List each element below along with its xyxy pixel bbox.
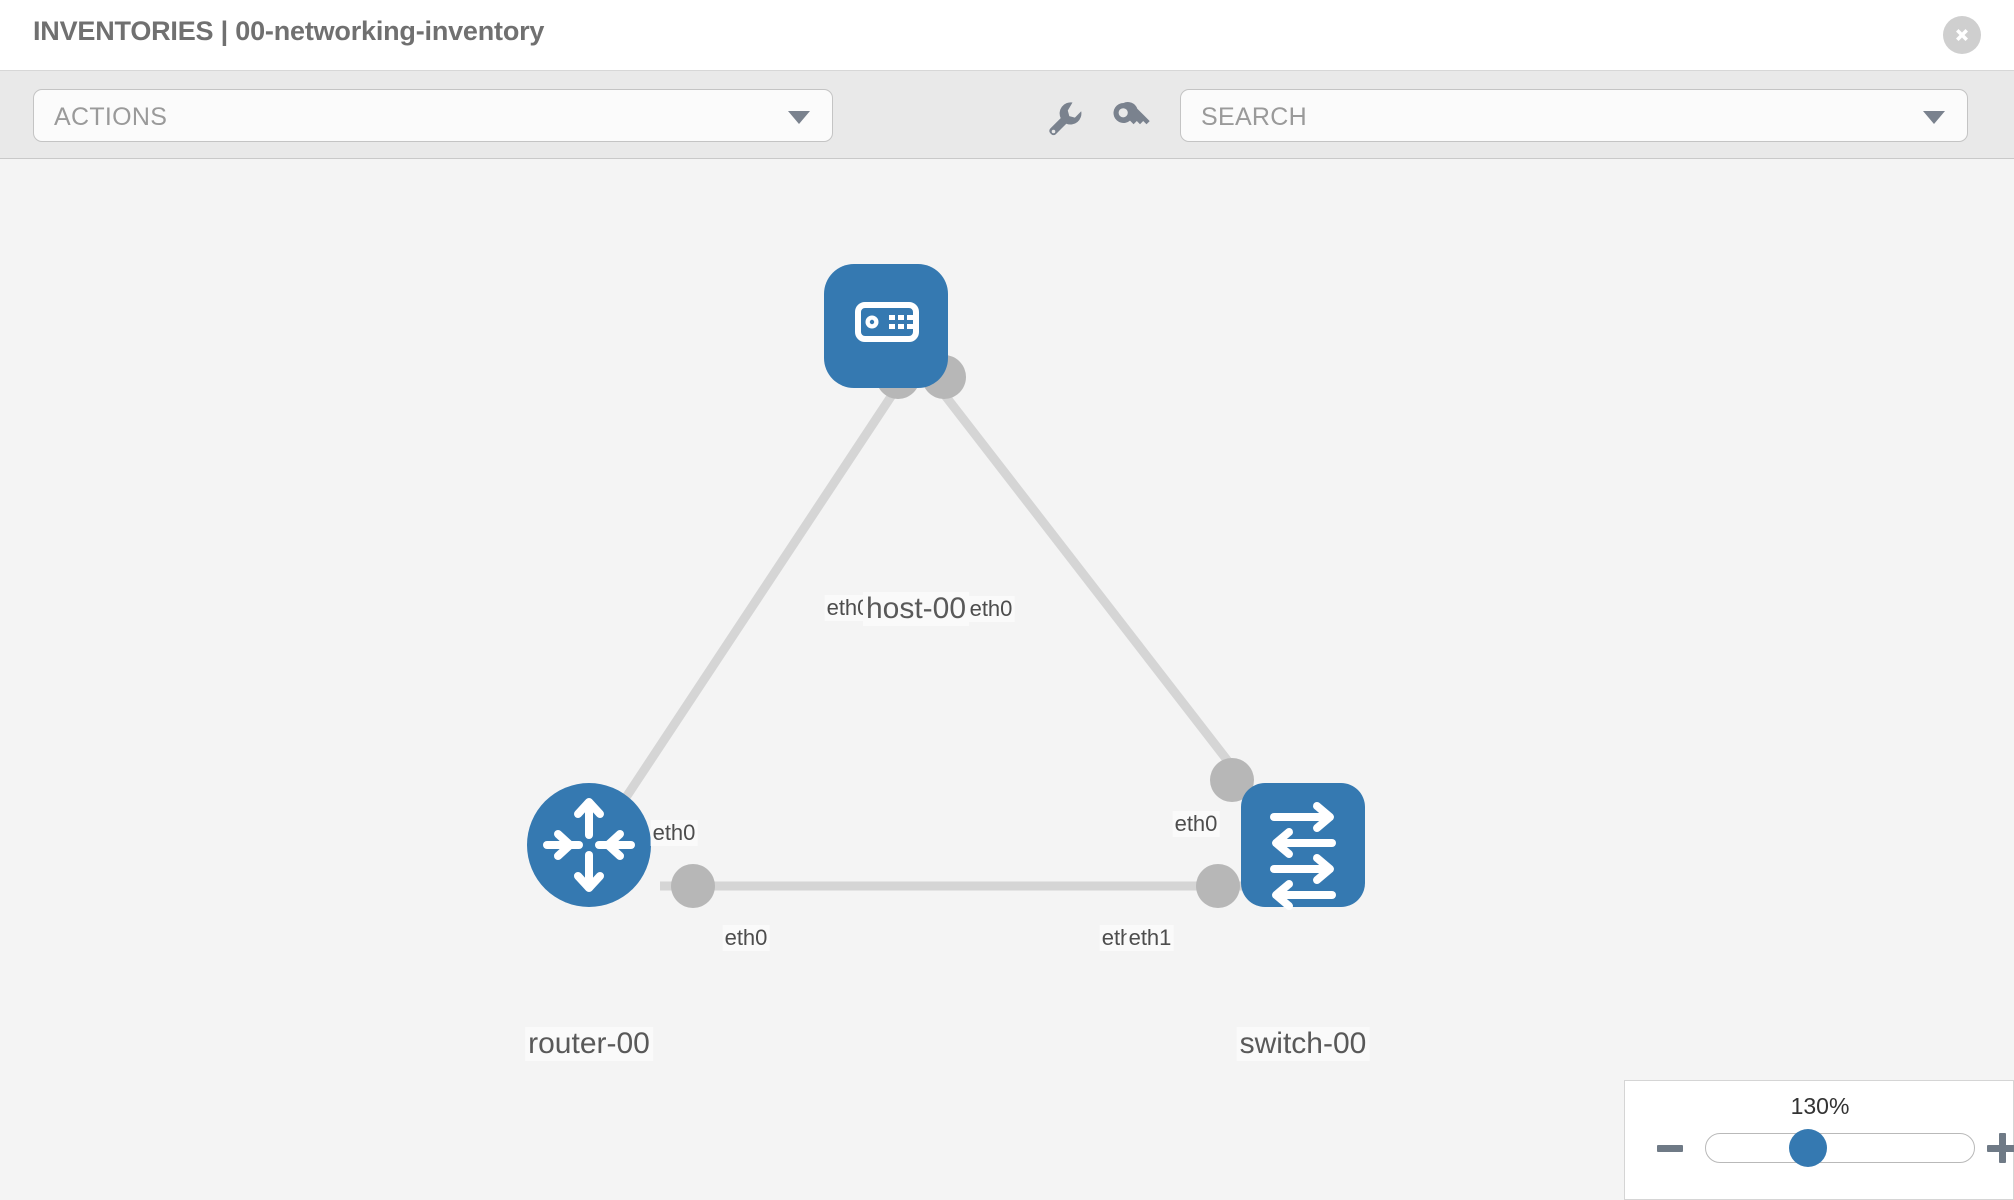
node-label-host-00: host-00 — [862, 592, 970, 626]
node-switch-00 — [1241, 783, 1365, 910]
node-host-00 — [824, 264, 948, 388]
search-placeholder: SEARCH — [1201, 103, 1307, 131]
zoom-in-button[interactable] — [1987, 1133, 2014, 1163]
topology-graph — [527, 264, 1365, 910]
chevron-down-icon — [788, 111, 810, 124]
key-icon[interactable] — [1108, 95, 1152, 139]
page-title: INVENTORIES | 00-networking-inventory — [33, 16, 545, 46]
connector-switch00-top — [1210, 758, 1254, 802]
link-host00-switch00 — [936, 386, 1269, 812]
topology-links — [611, 386, 1269, 891]
topology-canvas[interactable]: eth0 eth0 eth0 eth0 eth0 eth eth1 host-0… — [0, 159, 2014, 1200]
close-button[interactable] — [1943, 16, 1981, 54]
wrench-icon[interactable] — [1042, 95, 1086, 139]
interface-label: eth0 — [650, 820, 698, 846]
connector-switch00-left — [1196, 864, 1240, 908]
node-label-switch-00: switch-00 — [1236, 1027, 1370, 1061]
interface-label: eth0 — [722, 925, 770, 951]
toolbar: ACTIONS SEARCH — [0, 71, 2014, 159]
topology-connectors — [671, 355, 1254, 908]
chevron-down-icon — [1923, 111, 1945, 124]
interface-label: eth0 — [1172, 811, 1220, 837]
actions-dropdown[interactable]: ACTIONS — [33, 89, 833, 142]
router-icon — [543, 798, 635, 892]
zoom-out-button[interactable] — [1657, 1145, 1683, 1152]
node-label-router-00: router-00 — [525, 1027, 653, 1061]
link-host00-router00 — [611, 386, 900, 817]
actions-dropdown-label: ACTIONS — [54, 103, 168, 131]
search-input[interactable]: SEARCH — [1180, 89, 1968, 142]
zoom-level-label: 130% — [1790, 1093, 1850, 1119]
page-header: INVENTORIES | 00-networking-inventory — [0, 0, 2014, 71]
zoom-slider-thumb[interactable] — [1789, 1129, 1827, 1167]
interface-label: eth0 — [967, 596, 1015, 622]
switch-icon — [1270, 802, 1336, 910]
connector-router00-right — [671, 864, 715, 908]
zoom-slider-track[interactable] — [1705, 1133, 1975, 1163]
close-icon — [1956, 29, 1968, 41]
interface-label: eth1 — [1126, 925, 1174, 951]
server-icon — [855, 302, 919, 342]
node-router-00 — [527, 783, 651, 907]
zoom-control-panel: 130% — [1624, 1080, 2014, 1200]
